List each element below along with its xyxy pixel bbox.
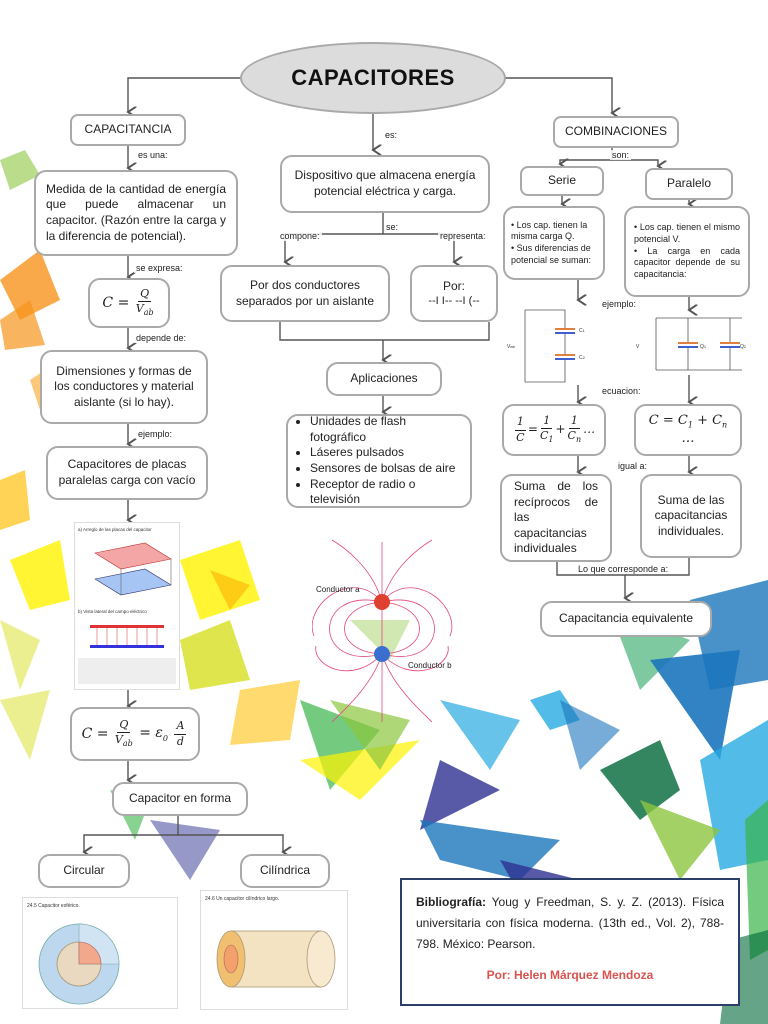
label-depende-de: depende de: (134, 333, 189, 343)
dimensiones-text: Dimensiones y formas de los conductores … (54, 363, 194, 409)
label-ecuacion: ecuacion: (600, 386, 643, 396)
svg-text:Q1: Q1 (700, 344, 707, 350)
app-item: Unidades de flash fotográfico (310, 414, 460, 445)
fig-placas-caption-b: b) Vista lateral del campo eléctrico (78, 609, 147, 614)
bibliography-label: Bibliografía: (416, 895, 487, 909)
por-text: Por: (442, 278, 465, 293)
parallel-circuit-figure: V Q1 Q2 (636, 317, 747, 371)
svg-text:C1: C1 (579, 328, 586, 334)
simbolo-text: --I I-- --I (-- (428, 295, 480, 308)
label-representa: representa: (438, 231, 488, 241)
node-aplicaciones: Aplicaciones (326, 362, 442, 396)
svg-text:V: V (636, 344, 640, 350)
node-cilindrica: Cilíndrica (240, 854, 330, 888)
fig-esfera-caption: 24.5 Capacitor esférico. (27, 903, 80, 909)
node-serie-desc: • Los cap. tienen la misma carga Q. • Su… (503, 206, 605, 280)
node-dimensiones: Dimensiones y formas de los conductores … (40, 350, 208, 424)
bibliography-text: Bibliografía: Youg y Freedman, S. y. Z. … (416, 892, 724, 955)
author-credit: Por: Helen Márquez Mendoza (486, 968, 654, 982)
cylindrical-svg: 24.6 Un capacitor cilíndrico largo. (205, 896, 336, 988)
por-dos-text: Por dos conductores separados por un ais… (235, 277, 375, 308)
suma-capacitancias-text: Suma de las capacitancias individuales. (654, 492, 728, 538)
paralelo-desc-item: • Los cap. tienen el mismo potencial V. (634, 222, 740, 244)
app-item: Receptor de radio o televisión (310, 477, 460, 508)
cilindrica-text: Cilíndrica (259, 863, 310, 878)
node-suma-capacitancias: Suma de las capacitancias individuales. (640, 474, 742, 558)
title-ellipse: CAPACITORES (240, 42, 506, 114)
label-lo-que-corresponde: Lo que corresponde a: (576, 564, 671, 574)
bibliography-reference: Youg y Freedman, S. y. Z. (2013). Física… (416, 895, 724, 951)
node-paralelo: Paralelo (645, 168, 733, 200)
label-igual-a: igual a: (616, 461, 650, 471)
circular-text: Circular (63, 863, 105, 878)
node-combinaciones: COMBINACIONES (553, 116, 679, 148)
node-placas-paralelas: Capacitores de placas paralelas carga co… (46, 446, 208, 500)
conductor-a-label: Conductor a (316, 585, 360, 594)
formula-parallel: C = C1 + Cn … (634, 404, 742, 456)
combinaciones-text: COMBINACIONES (564, 124, 667, 139)
parallel-plate-svg: a) Arreglo de las placas del capacitor b… (78, 527, 176, 684)
spherical-svg: 24.5 Capacitor esférico. (27, 903, 120, 1005)
placas-text: Capacitores de placas paralelas carga co… (58, 457, 196, 487)
label-se: se: (384, 222, 401, 232)
fig-placas-caption-a: a) Arreglo de las placas del capacitor (78, 527, 152, 532)
conductor-b-label: Conductor b (408, 661, 452, 670)
app-item: Láseres pulsados (310, 445, 460, 461)
cylindrical-capacitor-figure: 24.6 Un capacitor cilíndrico largo. (200, 890, 348, 1010)
parallel-plate-figure: a) Arreglo de las placas del capacitor b… (74, 522, 180, 690)
node-paralelo-desc: • Los cap. tienen el mismo potencial V. … (624, 206, 750, 297)
capacitor-forma-text: Capacitor en forma (128, 791, 232, 806)
svg-text:Q2: Q2 (740, 344, 747, 350)
node-serie: Serie (520, 166, 604, 196)
node-medida: Medida de la cantidad de energía que pue… (34, 170, 238, 256)
paralelo-desc-item: • La carga en cada capacitor depende de … (634, 245, 740, 280)
label-se-expresa: se expresa: (134, 263, 185, 273)
app-item: Sensores de bolsas de aire (310, 461, 460, 477)
label-es: es: (383, 130, 400, 140)
svg-text:Vab: Vab (507, 344, 516, 350)
node-dispositivo: Dispositivo que almacena energía potenci… (280, 155, 490, 213)
serie-desc-item: • Sus diferencias de potencial se suman: (511, 243, 592, 265)
label-ejemplo-right: ejemplo: (600, 299, 639, 309)
series-circuit-figure: Vab C1 C2 (507, 309, 586, 383)
svg-text:C2: C2 (579, 355, 586, 361)
node-por-dos-conductores: Por dos conductores separados por un ais… (220, 265, 390, 322)
node-capacitancia-equivalente: Capacitancia equivalente (540, 601, 712, 637)
node-suma-reciprocos: Suma de los recíprocos de las capacitanc… (500, 474, 612, 562)
bibliography-box: Bibliografía: Youg y Freedman, S. y. Z. … (400, 878, 740, 1006)
fig-cilindro-caption: 24.6 Un capacitor cilíndrico largo. (205, 896, 279, 902)
field-lines-figure: Conductor a Conductor b (312, 539, 453, 723)
apps-list: Unidades de flash fotográfico Láseres pu… (298, 414, 460, 508)
serie-text: Serie (547, 173, 576, 188)
serie-desc-item: • Los cap. tienen la misma carga Q. (511, 219, 588, 242)
label-ejemplo-left: ejemplo: (136, 429, 175, 439)
node-capacitor-forma: Capacitor en forma (112, 782, 248, 816)
node-apps-list: Unidades de flash fotográfico Láseres pu… (286, 414, 472, 508)
spherical-capacitor-figure: 24.5 Capacitor esférico. (22, 897, 178, 1009)
paralelo-text: Paralelo (666, 176, 712, 191)
dispositivo-text: Dispositivo que almacena energía potenci… (294, 168, 476, 198)
equivalente-text: Capacitancia equivalente (558, 611, 694, 626)
page-title: CAPACITORES (291, 65, 455, 90)
medida-text: Medida de la cantidad de energía que pue… (46, 181, 226, 243)
label-son: son: (610, 150, 632, 160)
capacitancia-label: CAPACITANCIA (84, 122, 172, 137)
label-es-una: es una: (136, 150, 170, 160)
label-compone: compone: (278, 231, 322, 241)
aplicaciones-text: Aplicaciones (350, 371, 418, 386)
suma-reciprocos-text: Suma de los recíprocos de las capacitanc… (514, 479, 598, 556)
node-capacitancia: CAPACITANCIA (70, 114, 186, 146)
node-circular: Circular (38, 854, 130, 888)
node-simbolo: Por: --I I-- --I (-- (410, 265, 498, 322)
